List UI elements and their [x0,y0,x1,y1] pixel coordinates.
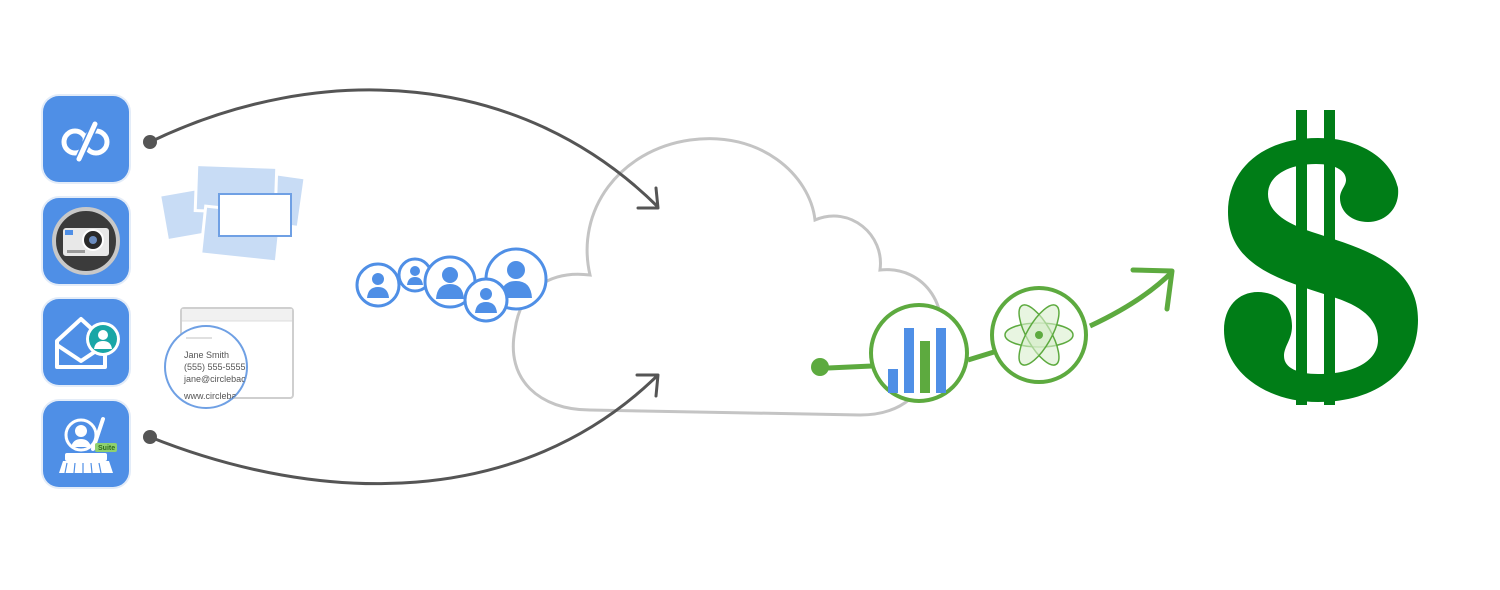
dollar-sign-icon [1224,110,1418,405]
upper-flow-arrow [149,88,660,209]
business-card-circle: Jane Smith (555) 555-5555 jane@circlebac… [164,325,258,409]
lower-flow-arrow [149,373,660,486]
lower-flow-arrowhead [635,373,660,398]
green-flow-start-dot [811,358,829,376]
upper-flow-start-dot [143,135,157,149]
circleback-app-icon[interactable] [43,96,129,182]
suite-badge: Suite [98,445,115,452]
card-name: Jane Smith [184,350,229,360]
circleback-logo-icon [61,121,110,162]
card-scanner-app-icon[interactable] [43,198,129,284]
bar-chart-icon [869,303,969,403]
contacts-group-icon [355,247,548,323]
email-signature-app-icon[interactable] [43,299,129,385]
green-flow-arrow [1088,270,1174,329]
green-flow-arrowhead [1130,267,1175,312]
atom-icon [990,286,1088,384]
green-flow-line-1 [827,363,873,371]
cleanup-suite-app-icon[interactable]: Suite [43,401,129,487]
envelope-contact-icon [55,317,120,369]
upper-flow-arrowhead [636,186,660,210]
contact-avatar-5 [463,277,509,323]
card-email: jane@circleback.c [183,374,258,384]
contact-avatar-2 [397,257,433,293]
card-web: www.circleba [183,391,237,401]
card-phone: (555) 555-5555 [184,362,246,372]
green-flow-line-2 [967,349,995,363]
broom-contact-icon: Suite [59,417,117,474]
lower-flow-start-dot [143,430,157,444]
scanned-cards-icon [157,163,307,264]
camera-icon [52,207,120,275]
contact-avatar-1 [355,262,401,308]
